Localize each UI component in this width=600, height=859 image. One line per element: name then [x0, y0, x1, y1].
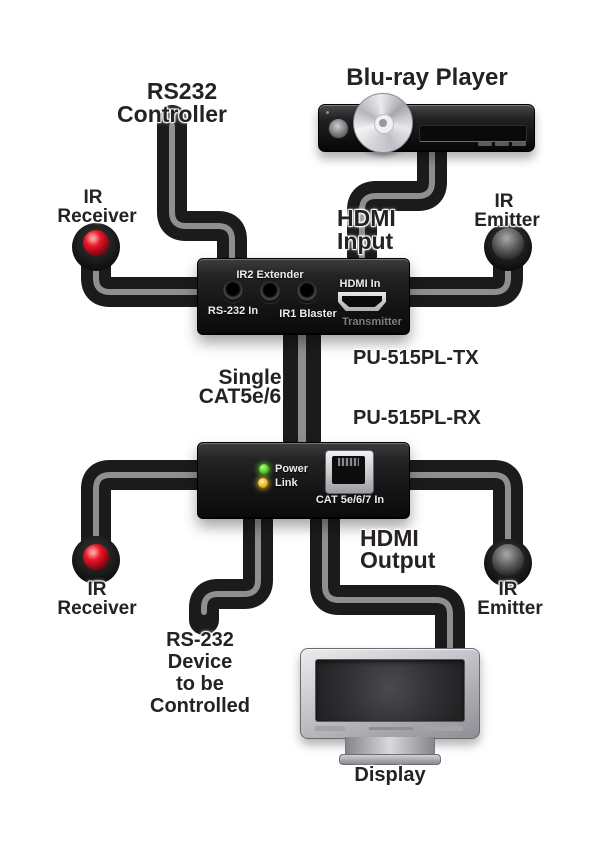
hdmi-output-label-line2: Output: [360, 547, 436, 573]
ir-receiver-top-label-line2: Receiver: [57, 206, 137, 227]
rs232-device-label-line2: Device: [167, 651, 233, 673]
rj45-port: [325, 450, 374, 494]
ir-emitter-top-bulb: [492, 228, 524, 260]
display-monitor: [300, 648, 480, 739]
ir-receiver-bottom-bulb: [83, 544, 109, 570]
cable-controller-to-tx: [157, 105, 247, 285]
player-button: [495, 142, 509, 146]
display-control-strip: [421, 726, 463, 731]
rs232-in-jack: [222, 280, 244, 302]
hdmi-in-label: HDMI In: [339, 278, 381, 290]
rs232-in-label: RS-232 In: [207, 305, 259, 317]
disc-icon: [353, 93, 413, 153]
tx-model-label: PU-515PL-TX: [353, 347, 479, 369]
display-screen: [315, 659, 465, 722]
hdmi-input-label-line2: Input: [337, 228, 394, 254]
display-stand-base: [339, 754, 441, 765]
rs232-device-label-line4: Controlled: [150, 695, 250, 717]
transmitter-unit-label: Transmitter: [342, 316, 402, 328]
display-control-text: [369, 727, 413, 730]
ir-receiver-top-label-line1: IR: [83, 187, 103, 208]
ir1-blaster-label: IR1 Blaster: [279, 308, 337, 320]
bluray-player-device: [318, 104, 535, 152]
link-led: [258, 478, 268, 488]
cable-core: [322, 507, 453, 661]
player-disc-tray: [419, 125, 527, 142]
single-cat-label-line1: Single: [218, 366, 282, 389]
cable-core: [393, 245, 511, 295]
cable-core: [201, 507, 261, 615]
rj45-pins: [338, 458, 359, 466]
ir-emitter-bottom-bulb: [492, 544, 524, 576]
power-led-label: Power: [275, 463, 309, 475]
cable-core: [359, 149, 435, 273]
cable-core: [393, 472, 511, 557]
cable-rs232-device: [189, 495, 273, 635]
ir-receiver-bottom-label-line2: Receiver: [57, 598, 137, 619]
ir-receiver-top-bulb: [83, 230, 109, 256]
receiver-box: [197, 442, 410, 519]
player-power-dot: [326, 111, 329, 114]
rj45-opening: [332, 456, 365, 484]
power-led: [259, 464, 269, 474]
hdmi-input-label-line1: HDMI: [337, 205, 396, 231]
hdmi-in-slot: [342, 296, 382, 307]
ir-emitter-top-label-line2: Emitter: [474, 210, 540, 231]
ir-emitter-bottom-label-line1: IR: [498, 579, 518, 600]
single-cat-label-line2: CAT5e/6: [198, 385, 282, 408]
player-knob: [328, 118, 349, 139]
ir-emitter-top-label-line1: IR: [494, 191, 514, 212]
ir2-extender-label: IR2 Extender: [236, 269, 304, 281]
rs232-device-label-line1: RS-232: [166, 629, 234, 651]
link-led-label: Link: [275, 477, 298, 489]
display-control-strip: [315, 726, 345, 731]
ir-receiver-bottom-label-line1: IR: [87, 579, 107, 600]
display-label: Display: [354, 764, 426, 786]
cable-core: [93, 245, 213, 295]
controller-label-line2: Controller: [117, 101, 227, 127]
cable-core: [169, 123, 235, 273]
bluray-player-label: Blu-ray Player: [346, 64, 508, 91]
disc-hole: [379, 119, 387, 127]
ir1-blaster-jack: [296, 281, 318, 303]
cable-core: [93, 472, 213, 557]
ir-emitter-bottom-label-line2: Emitter: [477, 598, 543, 619]
hdmi-output-label-line1: HDMI: [360, 525, 419, 551]
player-button: [512, 142, 526, 146]
rx-model-label: PU-515PL-RX: [353, 407, 481, 429]
player-button: [478, 142, 492, 146]
rs232-device-label-line3: to be: [176, 673, 224, 695]
hdmi-in-port: [338, 292, 386, 311]
cat-in-label: CAT 5e/6/7 In: [315, 494, 385, 506]
controller-label-line1: RS232: [146, 78, 218, 104]
ir2-extender-jack: [259, 281, 281, 303]
